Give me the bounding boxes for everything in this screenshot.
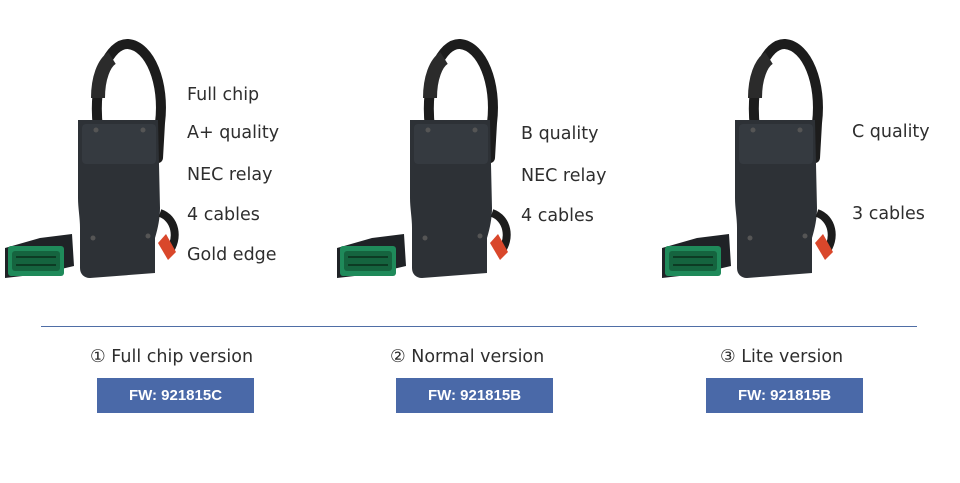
obd-device-image-normal: [332, 38, 532, 288]
version-title-lite: ③ Lite version: [720, 347, 844, 367]
feature-item: 4 cables: [187, 205, 260, 225]
feature-item: 4 cables: [521, 206, 594, 226]
firmware-badge-lite: FW: 921815B: [706, 378, 863, 413]
firmware-badge-full-chip: FW: 921815C: [97, 378, 254, 413]
feature-item: 3 cables: [852, 204, 925, 224]
feature-item: A+ quality: [187, 123, 280, 143]
version-title-normal: ② Normal version: [390, 347, 545, 367]
feature-item: Gold edge: [187, 245, 277, 265]
version-title-full-chip: ① Full chip version: [90, 347, 254, 367]
obd-device-image-lite: [657, 38, 857, 288]
obd-device-icon: [0, 38, 200, 288]
feature-item: B quality: [521, 124, 599, 144]
firmware-badge-normal: FW: 921815B: [396, 378, 553, 413]
feature-item: Full chip: [187, 85, 260, 105]
feature-item: NEC relay: [521, 166, 607, 186]
obd-device-icon: [332, 38, 532, 288]
obd-device-icon: [657, 38, 857, 288]
section-divider: [41, 326, 917, 327]
feature-item: C quality: [852, 122, 930, 142]
obd-device-image-full-chip: [0, 38, 200, 288]
feature-item: NEC relay: [187, 165, 273, 185]
